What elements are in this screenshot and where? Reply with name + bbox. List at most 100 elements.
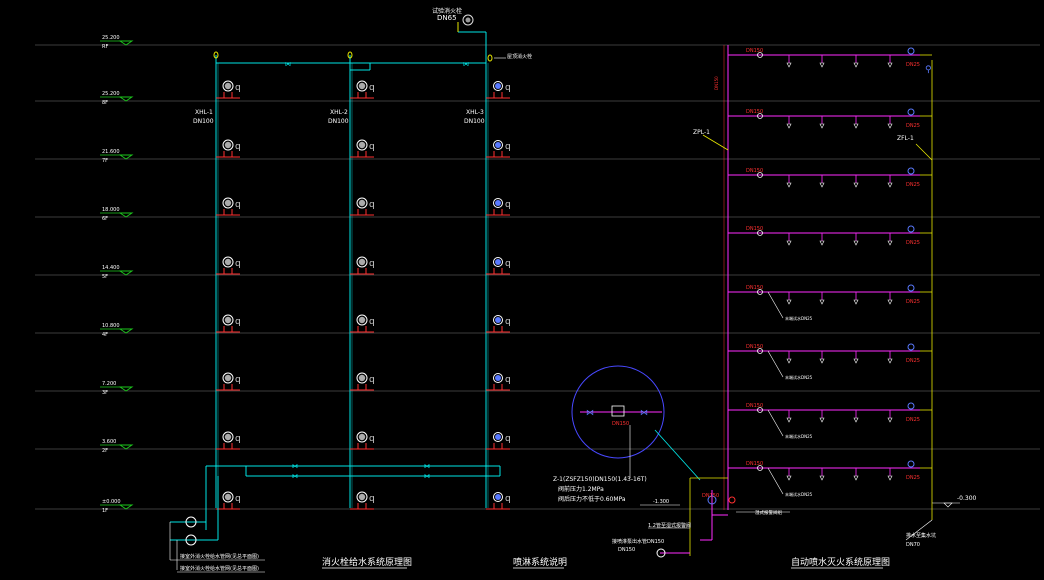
fire-hydrant-icon [356,431,368,443]
fire-hydrant-icon-fill [224,258,232,266]
detail-callout-circle [571,365,665,459]
fire-hydrant-icon-fill [358,374,366,382]
hose-valve-icon: q [505,317,511,327]
inlet-label: 接喷淋泵出水管DN150 [612,538,664,545]
center-title: 喷淋系统说明 [513,556,567,568]
hose-valve-icon: q [235,494,241,504]
fire-hydrant-icon-fill [224,374,232,382]
end-size-label: DN25 [906,182,920,188]
sprinkler-head-icon [853,182,859,188]
hose-valve-icon: q [369,494,375,504]
fire-hydrant-icon-fill [224,433,232,441]
sprinkler-head-icon [853,417,859,423]
sprinkler-head-icon [819,475,825,481]
branch-size-label: DN150 [746,109,763,115]
riser-label-leader [702,134,729,151]
sprinkler-head-icon [887,240,893,246]
fire-hydrant-icon-fill [495,200,501,206]
hose-valve-icon: q [505,259,511,269]
fire-hydrant-icon-fill [495,375,501,381]
alarm-note-3: 阀后压力不低于0.60MPa [558,495,626,503]
sprinkler-head-icon [786,62,792,68]
roof-tank-label: 试验消火栓 [432,7,462,15]
gate-valve-symbol: ⋈ [424,463,430,470]
fire-hydrant-icon [222,197,234,209]
hose-valve-icon: q [235,317,241,327]
sprinkler-right-riser: ZFL-1 [897,135,914,142]
sprinkler-head-icon [819,417,825,423]
flow-indicator-icon [757,465,763,471]
flow-indicator-icon [757,289,763,295]
riser-label-leader [915,143,933,161]
sprinkler-head-icon [853,475,859,481]
sprinkler-head-icon [887,123,893,129]
elevation-value: 21.600 [102,149,120,155]
elevation-marker [943,502,953,508]
elevation-value: 25.200 [102,35,120,41]
flow-indicator-icon [757,230,763,236]
sprinkler-head-icon [819,358,825,364]
branch-size-label: DN150 [746,344,763,350]
fire-hydrant-icon [356,491,368,503]
end-size-label: DN25 [906,240,920,246]
elevation-value: 3.600 [102,439,116,445]
detail-valve-size: DN150 [612,421,629,427]
end-size-label: DN25 [906,417,920,423]
hose-valve-icon: q [369,83,375,93]
fire-hydrant-icon [222,431,234,443]
fire-hydrant-icon-fill [495,259,501,265]
branch-note: 末端试水DN25 [785,374,813,380]
riser-1-size: DN100 [193,118,214,125]
fire-hydrant-icon-fill [358,433,366,441]
gate-valve-symbol: ⋈ [463,61,469,68]
fire-hydrant-icon-fill [495,83,501,89]
flow-indicator-icon [757,172,763,178]
sprinkler-head-icon [887,417,893,423]
alarm-note-1: Z-1(ZSFZ150)DN150(1.43-16T) [553,476,647,483]
fire-hydrant-icon-fill [495,317,501,323]
flow-indicator-icon [757,348,763,354]
sprinkler-head-icon [786,240,792,246]
pressure-gauge [462,14,474,26]
riser-3-size: DN100 [464,118,485,125]
branch-note: 末端试水DN25 [785,491,813,497]
floor-levels: 25.200RF25.2008F21.6007F18.0006F14.4005F… [35,35,1040,514]
hose-valve-icon: q [235,200,241,210]
fire-hydrant-icon-fill [224,199,232,207]
sprinkler-head-icon [887,62,893,68]
drain-bottom-label-2: DN70 [906,542,920,548]
drain-elevation-label: -1.300 [653,499,669,505]
roof-right-note: 屋顶消火栓 [507,53,532,60]
end-size-label: DN25 [906,475,920,481]
sprinkler-head-icon [887,299,893,305]
sprinkler-head-icon [786,417,792,423]
fire-hydrant-icon [356,256,368,268]
floor-label: 6F [102,216,108,222]
hose-valve-icon: q [505,142,511,152]
detail-valve-icon: ⋈ [640,408,648,417]
gate-valve-symbol: ⋈ [424,473,430,480]
floor-label: 8F [102,100,108,106]
roof-tank-size: DN65 [437,14,457,22]
sprinkler-system: DN150DN150DN25DN150DN25DN150DN25DN150DN2… [571,45,960,558]
fire-hydrant-icon [222,139,234,151]
pump-label: 1.2管至湿式报警阀 [648,522,691,529]
sprinkler-head-icon [887,182,893,188]
fire-hydrant-icon [222,491,234,503]
fire-hydrant-icon-fill [495,142,501,148]
detail-valve-icon: ⋈ [586,408,594,417]
end-size-label: DN25 [906,123,920,129]
hose-valve-icon: q [505,83,511,93]
floor-label: 4F [102,332,108,338]
hose-valve-icon: q [369,142,375,152]
sprinkler-head-icon [887,358,893,364]
detail-leader [654,429,701,481]
fire-hydrant-icon [356,80,368,92]
riser-2-size: DN100 [328,118,349,125]
alarm-note-2: 阀前压力1.2MPa [558,485,604,493]
drain-bottom-label-1: 排水至集水坑 [906,532,936,539]
inlet-gauge-icon [656,548,666,558]
hose-valve-icon: q [235,83,241,93]
